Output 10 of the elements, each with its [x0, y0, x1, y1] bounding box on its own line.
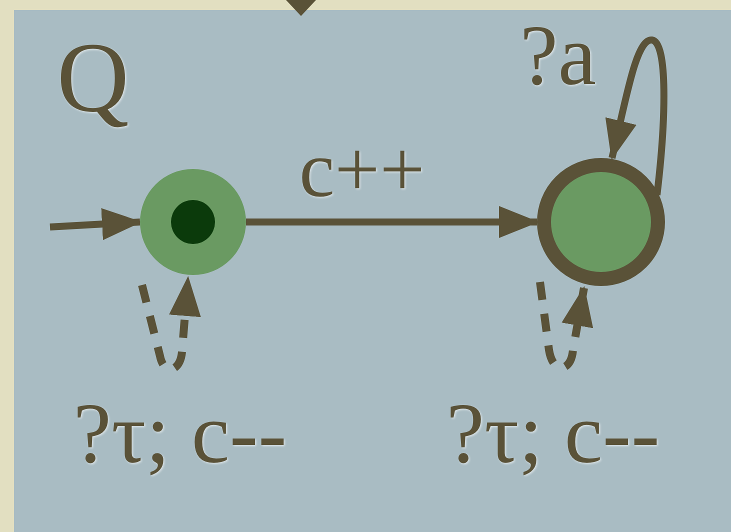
self-loop-arrow: [138, 276, 201, 374]
edge-label: c++: [299, 130, 425, 210]
arrow: [246, 206, 539, 238]
edge-label: ?a: [520, 12, 596, 98]
arrow: [50, 208, 142, 240]
self-loop-arrow: [536, 281, 594, 372]
edge-label: ?τ; c--: [73, 390, 287, 476]
self-loop-arrow: [605, 36, 668, 196]
automaton-name: Q: [56, 28, 130, 128]
edge-label: ?τ; c--: [446, 390, 660, 476]
